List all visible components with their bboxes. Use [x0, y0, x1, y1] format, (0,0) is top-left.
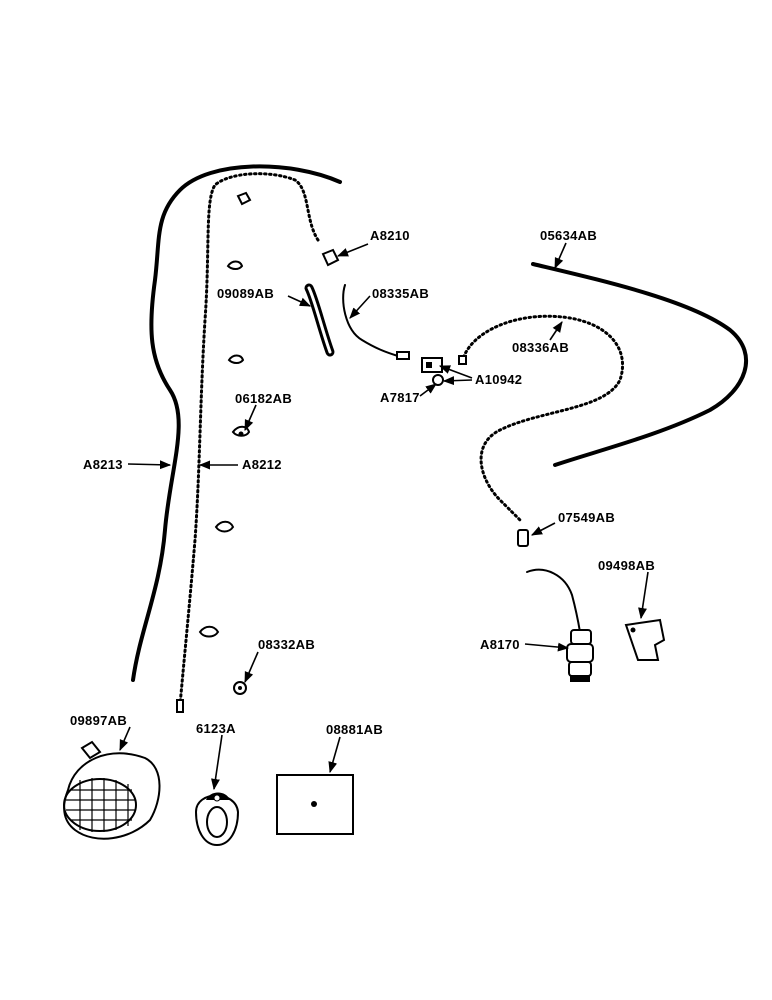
label-a8212: A8212	[242, 457, 282, 472]
label-a8170: A8170	[480, 637, 520, 652]
headlamp-09897ab	[63, 740, 161, 840]
connector-a8210	[321, 248, 340, 267]
grommet-08332ab	[233, 681, 247, 695]
label-07549ab: 07549AB	[558, 510, 615, 525]
wire-08335ab	[342, 284, 399, 357]
plate-08881ab	[276, 774, 354, 835]
label-6123a: 6123A	[196, 721, 236, 736]
label-05634ab: 05634AB	[540, 228, 597, 243]
wire-05634ab	[531, 262, 749, 467]
clip-4	[214, 520, 235, 533]
terminal-a8212-end	[176, 699, 184, 713]
harness-a8212	[178, 172, 320, 707]
label-08335ab: 08335AB	[372, 286, 429, 301]
harness-a8213	[131, 164, 342, 682]
clip-1	[236, 191, 252, 206]
bracket-09498ab	[624, 618, 666, 661]
switch-a10942	[421, 357, 444, 386]
label-09498ab: 09498AB	[598, 558, 655, 573]
clip-2	[226, 260, 244, 270]
label-09897ab: 09897AB	[70, 713, 127, 728]
label-08336ab: 08336AB	[512, 340, 569, 355]
label-a8213: A8213	[83, 457, 123, 472]
plug-07549ab	[517, 529, 529, 547]
label-a8210: A8210	[370, 228, 410, 243]
label-a7817: A7817	[380, 390, 420, 405]
label-08332ab: 08332AB	[258, 637, 315, 652]
label-a10942: A10942	[475, 372, 522, 387]
label-06182ab: 06182AB	[235, 391, 292, 406]
taillamp-6123a	[194, 792, 240, 847]
clip-5	[198, 625, 220, 638]
socket-a8170	[526, 568, 594, 682]
label-09089ab: 09089AB	[217, 286, 274, 301]
wire-08336ab	[460, 314, 625, 522]
clip-3	[227, 354, 245, 364]
label-08881ab: 08881AB	[326, 722, 383, 737]
